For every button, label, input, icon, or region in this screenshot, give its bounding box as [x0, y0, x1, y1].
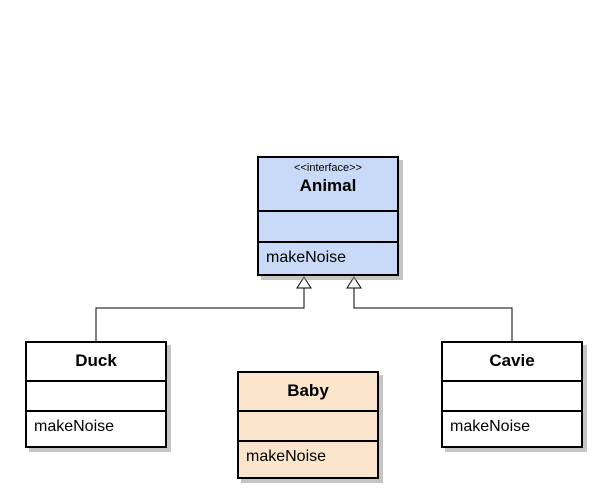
class-baby-method: makeNoise	[246, 448, 327, 465]
class-animal-methods: makeNoise	[259, 241, 397, 274]
class-cavie-method: makeNoise	[450, 418, 531, 435]
class-duck-header: Duck	[27, 343, 165, 380]
class-baby-name: Baby	[287, 381, 329, 400]
class-baby-methods: makeNoise	[239, 440, 377, 477]
class-duck-attributes	[27, 380, 165, 410]
class-baby-header: Baby	[239, 373, 377, 410]
class-duck[interactable]: Duck makeNoise	[25, 341, 167, 448]
class-baby[interactable]: Baby makeNoise	[237, 371, 379, 479]
class-baby-attributes	[239, 410, 377, 440]
class-animal-method: makeNoise	[266, 249, 347, 266]
duck-to-animal-arrowhead	[296, 276, 312, 289]
class-animal[interactable]: <<interface>> Animal makeNoise	[257, 156, 399, 276]
class-duck-method: makeNoise	[34, 418, 115, 435]
class-duck-methods: makeNoise	[27, 410, 165, 446]
duck-to-animal-line	[95, 288, 305, 341]
class-animal-attributes	[259, 210, 397, 241]
class-animal-name: Animal	[299, 176, 357, 195]
cavie-to-animal-line	[353, 288, 513, 341]
class-cavie-attributes	[443, 380, 581, 410]
class-cavie[interactable]: Cavie makeNoise	[441, 341, 583, 448]
class-cavie-name: Cavie	[489, 351, 535, 370]
cavie-to-animal-arrowhead	[346, 276, 362, 289]
class-cavie-header: Cavie	[443, 343, 581, 380]
class-cavie-methods: makeNoise	[443, 410, 581, 446]
class-duck-name: Duck	[75, 351, 117, 370]
class-animal-stereotype: <<interface>>	[294, 162, 362, 174]
class-animal-header: <<interface>> Animal	[259, 158, 397, 210]
